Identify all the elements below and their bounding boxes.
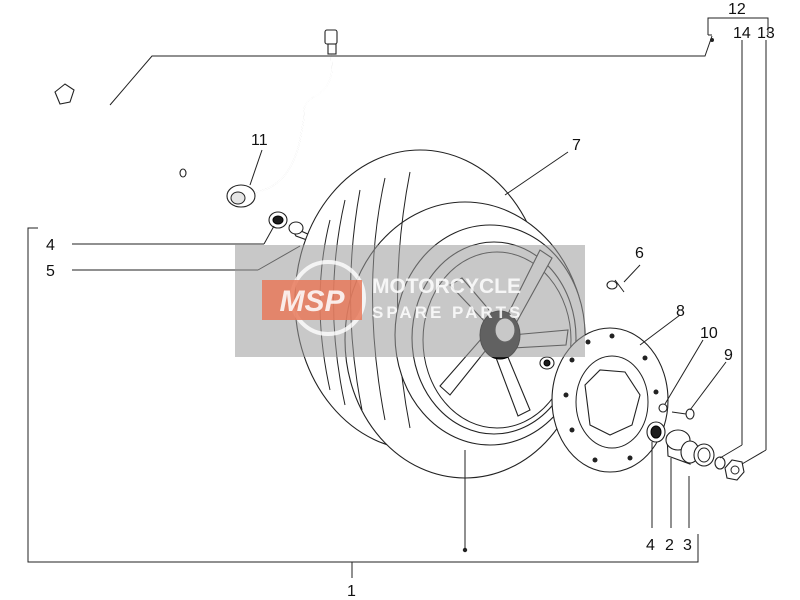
callouts: 12 14 13 11 7 6 8 10 9 4 5 4 2 3 1 <box>46 1 775 600</box>
callout-8: 8 <box>676 303 685 320</box>
callout-12: 12 <box>728 1 746 18</box>
brake-disc <box>551 327 669 473</box>
watermark: MSP MOTORCYCLE SPARE PARTS <box>235 245 585 357</box>
callout-5: 5 <box>46 263 55 280</box>
ring-3 <box>693 443 715 467</box>
callout-7: 7 <box>572 137 581 154</box>
callout-14: 14 <box>733 25 751 42</box>
callout-3: 3 <box>683 537 692 554</box>
callout-4-left: 4 <box>46 237 55 254</box>
washer-10 <box>658 403 668 413</box>
callout-13: 13 <box>757 25 775 42</box>
screw-9 <box>671 408 695 420</box>
leader-lines <box>27 17 769 578</box>
bearing-right <box>646 421 666 443</box>
watermark-logo: MSP <box>279 285 345 318</box>
callout-4-right: 4 <box>646 537 655 554</box>
axle-nut-13 <box>724 459 745 481</box>
bearing-left <box>268 211 288 229</box>
callout-9: 9 <box>724 347 733 364</box>
callout-11: 11 <box>251 132 268 149</box>
speedometer-cable <box>226 29 338 208</box>
callout-1: 1 <box>347 583 356 600</box>
washer-14 <box>714 456 726 470</box>
callout-2: 2 <box>665 537 674 554</box>
axle <box>54 83 187 178</box>
callout-6: 6 <box>635 245 644 262</box>
watermark-line-1: MOTORCYCLE <box>372 275 521 298</box>
watermark-logo-box <box>262 280 362 320</box>
disc-bolt-6 <box>606 279 625 293</box>
watermark-line-2: SPARE PARTS <box>372 303 523 322</box>
callout-10: 10 <box>700 325 718 342</box>
spacer-2 <box>665 429 700 465</box>
